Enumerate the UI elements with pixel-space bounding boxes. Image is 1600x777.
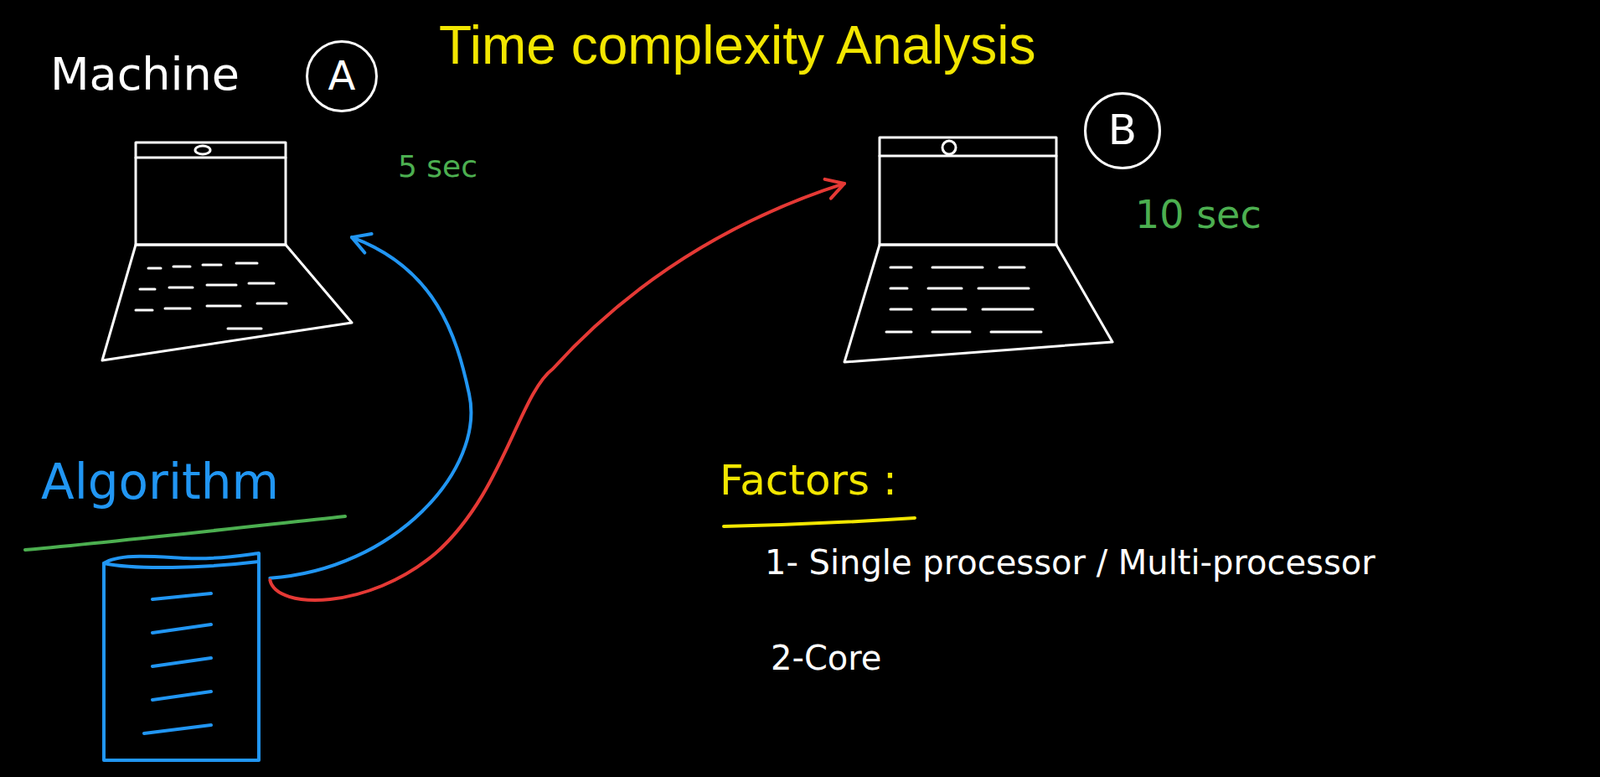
laptop-outline	[102, 142, 352, 361]
machine-letter: B	[1083, 92, 1162, 170]
factors-heading: Factors :	[719, 456, 898, 506]
factor-item: 1- Single processor / Multi-processor	[764, 542, 1376, 582]
laptop: MachineA	[102, 142, 352, 361]
laptop-outline	[844, 137, 1113, 362]
title: Time complexity Analysis	[438, 15, 1037, 78]
arrow-connector	[269, 183, 845, 600]
time-label: 5 sec	[397, 149, 478, 184]
arrowhead	[825, 179, 845, 199]
machine-letter: A	[305, 40, 378, 113]
algorithm-document: Algorithm	[102, 552, 261, 760]
time-label: 10 sec	[1135, 192, 1262, 238]
factor-item: 2-Core	[770, 638, 882, 677]
machine-label: Machine	[50, 48, 240, 101]
algorithm-underline	[25, 516, 346, 550]
document-outline	[102, 552, 261, 760]
laptop: B	[844, 137, 1113, 362]
arrowhead	[351, 233, 372, 253]
algorithm-heading: Algorithm	[41, 454, 279, 511]
arrow-connector	[269, 237, 471, 579]
factors-underline	[723, 517, 915, 527]
